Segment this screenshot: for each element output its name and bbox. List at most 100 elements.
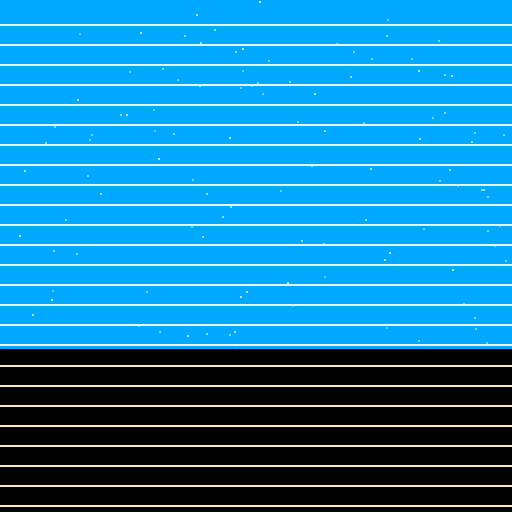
sky-stripe bbox=[0, 244, 512, 246]
speck bbox=[384, 259, 386, 261]
sky-stripe bbox=[0, 204, 512, 206]
speck bbox=[173, 133, 175, 135]
speck bbox=[474, 317, 476, 319]
speck bbox=[82, 244, 84, 246]
ground-stripe-layer bbox=[0, 349, 512, 512]
speck bbox=[240, 87, 242, 89]
speck bbox=[444, 74, 446, 76]
sky-stripe bbox=[0, 164, 512, 166]
speck bbox=[229, 334, 231, 336]
speck bbox=[350, 76, 352, 78]
sky-stripe bbox=[0, 44, 512, 46]
speck bbox=[444, 112, 446, 114]
speck bbox=[432, 117, 434, 119]
speck bbox=[457, 185, 459, 187]
speck bbox=[386, 35, 388, 37]
speck bbox=[499, 225, 501, 227]
speck bbox=[419, 138, 421, 140]
speck bbox=[389, 252, 391, 254]
speck bbox=[452, 269, 454, 271]
speck bbox=[311, 165, 313, 167]
sky-stripe bbox=[0, 184, 512, 186]
speck-layer bbox=[5, 1, 507, 346]
speck bbox=[314, 93, 316, 95]
speck bbox=[483, 189, 485, 191]
sky-stripe bbox=[0, 224, 512, 226]
speck bbox=[262, 93, 264, 95]
speck bbox=[438, 40, 440, 42]
speck bbox=[242, 70, 244, 72]
ground-stripe bbox=[0, 425, 512, 427]
speck bbox=[199, 85, 201, 87]
sky-stripe bbox=[0, 64, 512, 66]
speck bbox=[370, 168, 372, 170]
speck bbox=[494, 245, 496, 247]
speck bbox=[235, 51, 237, 53]
speck bbox=[386, 327, 388, 329]
speck bbox=[214, 29, 216, 31]
speck bbox=[206, 333, 208, 335]
speck bbox=[187, 335, 189, 337]
speck bbox=[411, 58, 413, 60]
speck bbox=[324, 276, 326, 278]
speck bbox=[100, 193, 102, 195]
speck bbox=[363, 122, 365, 124]
speck bbox=[87, 175, 89, 177]
speck bbox=[184, 35, 186, 37]
speck bbox=[268, 60, 270, 62]
speck bbox=[129, 71, 131, 73]
speck bbox=[336, 43, 338, 45]
speck bbox=[230, 206, 232, 208]
sky-stripe bbox=[0, 284, 512, 286]
sky-stripe bbox=[0, 104, 512, 106]
speck bbox=[76, 253, 78, 255]
speck bbox=[77, 99, 79, 101]
ground-stripe bbox=[0, 385, 512, 387]
speck bbox=[324, 130, 326, 132]
speck bbox=[32, 314, 34, 316]
ground-stripe bbox=[0, 365, 512, 367]
speck bbox=[146, 291, 148, 293]
sky-stripe-layer bbox=[0, 24, 512, 346]
sky-stripe bbox=[0, 344, 512, 346]
speck bbox=[387, 19, 389, 21]
speck bbox=[54, 126, 56, 128]
speck bbox=[91, 134, 93, 136]
speck bbox=[289, 81, 291, 83]
speck bbox=[475, 328, 477, 330]
speck bbox=[206, 193, 208, 195]
speck bbox=[474, 132, 476, 134]
speck bbox=[153, 109, 155, 111]
speck bbox=[120, 114, 122, 116]
speck bbox=[486, 342, 488, 344]
sky-panel bbox=[0, 0, 512, 349]
speck bbox=[259, 1, 261, 3]
sky-stripe bbox=[0, 124, 512, 126]
ground-stripe bbox=[0, 485, 512, 487]
speck bbox=[251, 85, 253, 87]
ground-stripe bbox=[0, 405, 512, 407]
speck bbox=[371, 58, 373, 60]
speck bbox=[418, 70, 420, 72]
speck bbox=[301, 240, 303, 242]
speck bbox=[192, 179, 194, 181]
ground-stripe bbox=[0, 465, 512, 467]
speck bbox=[481, 189, 483, 191]
speck bbox=[423, 228, 425, 230]
speck bbox=[53, 250, 55, 252]
speck bbox=[158, 158, 160, 160]
speck bbox=[200, 42, 202, 44]
speck bbox=[503, 134, 505, 136]
speck bbox=[222, 216, 224, 218]
ground-stripe bbox=[0, 505, 512, 507]
speck bbox=[196, 14, 198, 16]
speck bbox=[177, 79, 179, 81]
speck bbox=[353, 51, 355, 53]
speck bbox=[159, 331, 161, 333]
speck bbox=[487, 196, 489, 198]
speck bbox=[5, 344, 7, 346]
sky-stripe bbox=[0, 304, 512, 306]
speck bbox=[51, 299, 53, 301]
speck bbox=[449, 169, 451, 171]
sky-stripe bbox=[0, 324, 512, 326]
